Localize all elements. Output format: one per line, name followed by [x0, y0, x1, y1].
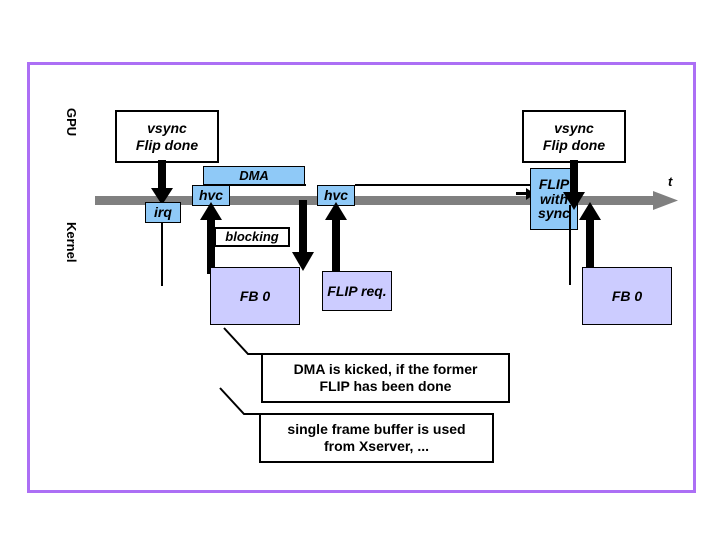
arrow-vsync-right-to-timeline [563, 160, 585, 210]
arrow-vsync-to-irq [151, 160, 173, 205]
timeline-axis [95, 191, 678, 210]
lane-label-kernel: Kernel [64, 222, 79, 263]
timeline-box-dma: DMA [203, 166, 305, 185]
dma-span-line [230, 184, 306, 186]
note-fb-line1: single frame buffer is used [287, 420, 466, 437]
leader-line-note-fb [219, 387, 264, 415]
flip-with-sync-line1: FLIP [538, 175, 570, 192]
note-fb-line2: from Xserver, ... [323, 438, 430, 454]
note-dma-line2: FLIP has been done [319, 378, 452, 394]
lane-label-gpu: GPU [64, 108, 79, 137]
vsync-left-line1: vsync [147, 120, 187, 137]
arrow-flipreq-to-hvc2 [325, 202, 347, 274]
vsync-right-lifeline [569, 205, 571, 285]
gpu-event-vsync-left: vsync Flip done [115, 110, 219, 163]
vsync-right-line2: Flip done [542, 136, 606, 153]
gpu-event-vsync-right: vsync Flip done [522, 110, 626, 163]
annotation-note-dma: DMA is kicked, if the former FLIP has be… [261, 353, 510, 403]
kernel-box-blocking: blocking [214, 227, 290, 247]
kernel-box-fb0-left: FB 0 [210, 267, 300, 325]
kernel-box-fb0-right: FB 0 [582, 267, 672, 325]
irq-lifeline [161, 222, 163, 286]
annotation-note-fb: single frame buffer is used from Xserver… [259, 413, 494, 463]
vsync-left-line2: Flip done [135, 136, 199, 153]
vsync-right-line1: vsync [554, 120, 594, 137]
flip-with-sync-line3: sync [538, 205, 570, 222]
arrow-fb0-to-hvc1 [200, 202, 222, 274]
timeline-box-hvc-2: hvc [317, 185, 355, 206]
kernel-box-flip-req: FLIP req. [322, 271, 392, 311]
note-dma-line1: DMA is kicked, if the former [293, 360, 478, 377]
arrow-dma-to-fb0 [292, 200, 314, 271]
flip-with-sync-line2: with [540, 190, 568, 207]
slide-frame-border [27, 62, 696, 493]
time-axis-label: t [668, 174, 673, 189]
arrow-fb0-right-to-timeline [579, 202, 601, 276]
flip-request-span-line [355, 184, 533, 186]
timeline-box-irq: irq [145, 202, 181, 223]
